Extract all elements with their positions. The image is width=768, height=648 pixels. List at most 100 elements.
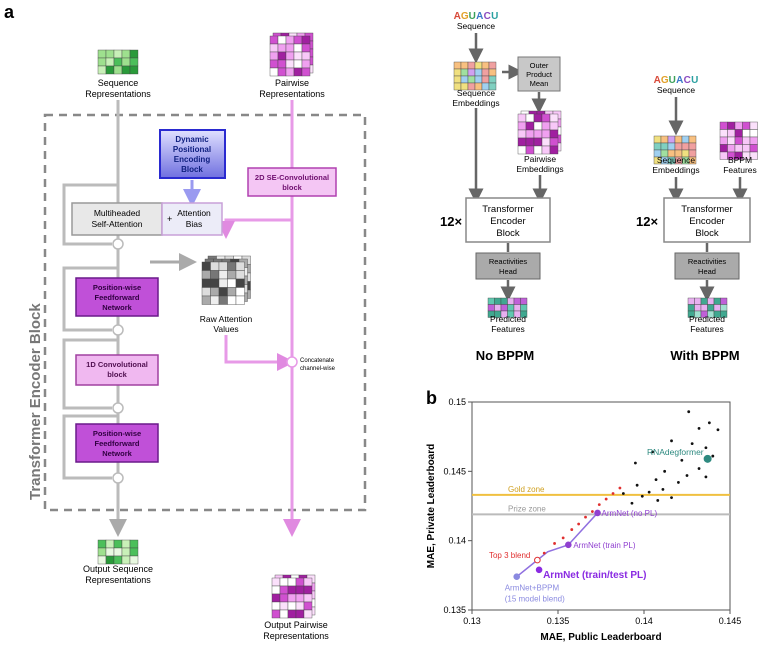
attention-plus: + — [167, 214, 172, 224]
grid-cell — [719, 121, 728, 130]
data-point-red — [577, 522, 581, 526]
grid-cell — [227, 278, 237, 288]
sequence-letter: U — [691, 75, 698, 86]
data-point-black — [670, 496, 673, 500]
dpe-label-3: Encoding — [174, 155, 211, 164]
with-bppm-tx-label-3: Block — [695, 228, 718, 239]
grid-cell — [719, 136, 728, 145]
grid-cell — [295, 585, 305, 595]
grid-cell — [97, 555, 107, 565]
grid-cell — [541, 121, 551, 131]
conv1d-block — [75, 354, 159, 386]
grid-cell — [713, 297, 721, 305]
encoder-block-frame — [43, 113, 367, 512]
out-pair-label-1: Output Pairwise — [264, 620, 328, 630]
grid-cell — [513, 304, 521, 312]
no-bppm-seq-emb-label-2: Embeddings — [452, 98, 499, 108]
grid-cell — [474, 75, 483, 84]
no-bppm-head-block — [475, 252, 541, 280]
grid-cell — [277, 59, 287, 69]
grid-cell — [301, 35, 311, 45]
grid-cell — [720, 304, 728, 312]
grid-cell — [533, 129, 543, 139]
ffn2-label-1: Position-wise — [93, 429, 141, 438]
ffn2-label-2: Feedforward — [94, 439, 139, 448]
data-point-black — [654, 478, 658, 482]
no-bppm-transformer-block — [465, 197, 551, 243]
grid-cell — [121, 65, 131, 75]
grid-cell — [218, 278, 228, 288]
data-point-black — [635, 483, 639, 487]
concat-label-1: Concatenate — [300, 358, 335, 364]
point-label: Top 3 blend — [489, 551, 530, 560]
mhsa-block — [71, 202, 163, 236]
no-bppm-pred-label-2: Features — [491, 324, 525, 334]
data-point-black — [640, 494, 644, 498]
grid-cell — [742, 144, 751, 153]
grid-cell — [97, 57, 107, 67]
ffn-block-1 — [75, 277, 159, 317]
grid-cell — [201, 287, 211, 297]
grid-cell — [121, 49, 131, 59]
grid-cell — [285, 59, 295, 69]
grid-cell — [549, 145, 559, 155]
grid-cell — [500, 304, 508, 312]
grid-cell — [549, 129, 559, 139]
grid-cell — [688, 135, 697, 144]
no-bppm-pair-emb-label-1: Pairwise — [524, 154, 556, 164]
grid-cell — [121, 547, 131, 557]
grid-cell — [235, 295, 245, 305]
dpe-label-4: Block — [181, 165, 203, 174]
grid-cell — [303, 593, 313, 603]
y-tick-label: 0.14 — [448, 536, 466, 546]
concat-label-2: channel-wise — [300, 366, 336, 372]
grid-cell — [700, 304, 708, 312]
grid-cell — [734, 136, 743, 145]
no-bppm-pairwise-embedding-grid — [517, 110, 562, 155]
grid-cell — [269, 59, 279, 69]
grid-cell — [453, 68, 462, 77]
grid-cell — [719, 129, 728, 138]
grid-cell — [105, 49, 115, 59]
data-point-black — [634, 461, 637, 465]
labeled-point — [565, 541, 572, 549]
se-conv-block — [247, 167, 337, 197]
grid-cell — [481, 75, 490, 84]
grid-cell — [525, 121, 535, 131]
grid-cell — [660, 142, 669, 151]
grid-cell — [727, 121, 736, 130]
labeled-point — [534, 556, 541, 564]
grid-cell — [467, 75, 476, 84]
with-bppm-head-label-1: Reactivities — [688, 257, 727, 266]
bppm-label-2: Features — [723, 165, 757, 175]
data-point-black — [687, 410, 691, 414]
with-bppm-seq-embedding-grid — [653, 135, 697, 165]
with-bppm-title: With BPPM — [670, 348, 739, 363]
grid-cell — [487, 304, 495, 312]
grid-cell — [681, 142, 690, 151]
grid-cell — [303, 585, 313, 595]
grid-cell — [481, 68, 490, 77]
grid-cell — [525, 129, 535, 139]
grid-cell — [749, 144, 758, 153]
grid-cell — [287, 593, 297, 603]
grid-cell — [734, 129, 743, 138]
grid-cell — [303, 609, 313, 619]
grid-cell — [295, 609, 305, 619]
grid-cell — [667, 142, 676, 151]
y-tick-label: 0.135 — [443, 605, 466, 615]
y-axis-label: MAE, Private Leaderboard — [426, 444, 437, 568]
grid-cell — [269, 67, 279, 77]
grid-cell — [749, 136, 758, 145]
grid-cell — [201, 261, 211, 271]
outer-label-3: Mean — [530, 79, 549, 88]
data-point-red — [561, 536, 565, 540]
data-point-black — [647, 490, 651, 494]
data-point-black — [670, 439, 673, 443]
data-point-black — [621, 492, 625, 495]
grid-cell — [271, 609, 281, 619]
ffn1-label-1: Position-wise — [93, 283, 141, 292]
sequence-letter: G — [461, 11, 469, 22]
